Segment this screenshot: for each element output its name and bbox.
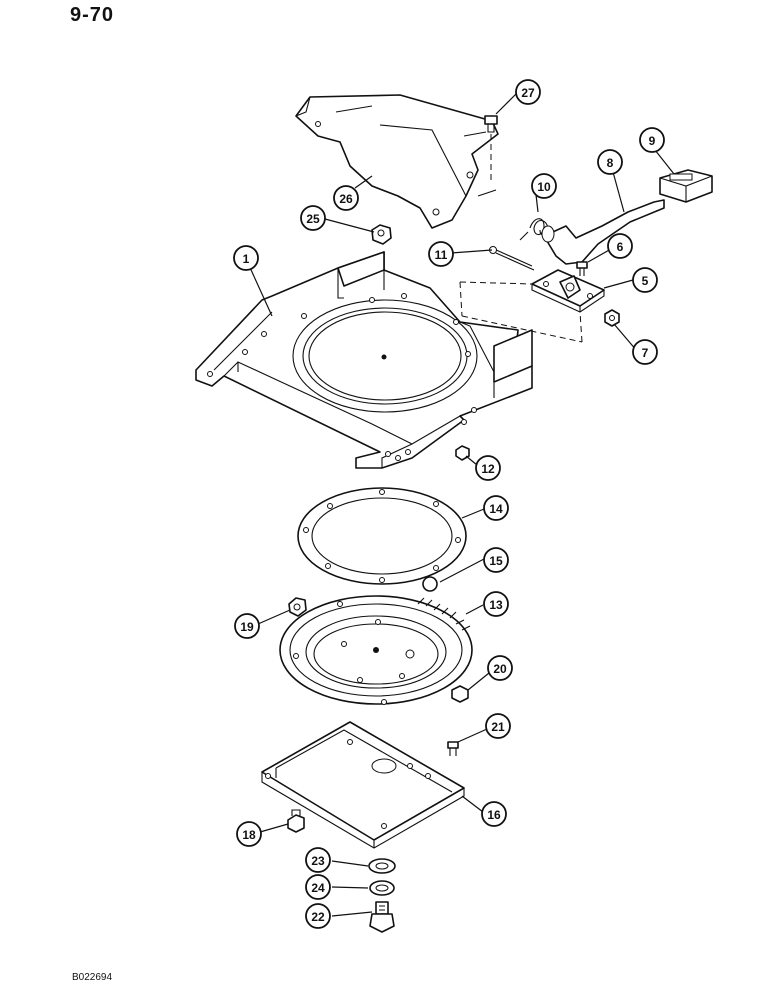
part-11-pin xyxy=(489,246,535,271)
part-24-lock-washer xyxy=(369,880,395,896)
svg-text:27: 27 xyxy=(521,86,535,100)
callout-19: 19 xyxy=(234,613,260,639)
callout-24: 24 xyxy=(305,874,331,900)
part-22-bolt xyxy=(369,901,395,933)
callout-25: 25 xyxy=(300,205,326,231)
part-13-swivel-plate xyxy=(279,595,473,705)
part-12-nut xyxy=(455,445,470,461)
svg-text:18: 18 xyxy=(242,828,256,842)
part-19-nut xyxy=(288,597,307,617)
svg-text:5: 5 xyxy=(642,274,649,288)
svg-text:9: 9 xyxy=(649,134,656,148)
part-21-bolt xyxy=(447,741,459,756)
part-9-knob xyxy=(659,169,713,203)
callout-21: 21 xyxy=(485,713,511,739)
svg-text:23: 23 xyxy=(311,854,325,868)
part-27-bolt xyxy=(484,115,498,184)
part-26-seat-shroud xyxy=(295,94,499,229)
callout-20: 20 xyxy=(487,655,513,681)
svg-text:13: 13 xyxy=(489,598,503,612)
part-16-mounting-plate xyxy=(261,721,465,849)
svg-text:21: 21 xyxy=(491,720,505,734)
svg-text:7: 7 xyxy=(642,346,649,360)
svg-text:25: 25 xyxy=(306,212,320,226)
callout-8: 8 xyxy=(597,149,623,175)
part-6-screw xyxy=(576,261,588,276)
callout-6: 6 xyxy=(607,233,633,259)
part-5-latch-bracket xyxy=(531,269,605,313)
svg-text:8: 8 xyxy=(607,156,614,170)
callout-16: 16 xyxy=(481,801,507,827)
svg-text:19: 19 xyxy=(240,620,254,634)
figure-code: B022694 xyxy=(72,972,113,983)
callout-27: 27 xyxy=(515,79,541,105)
part-20-bolt xyxy=(451,685,469,703)
svg-text:14: 14 xyxy=(489,502,503,516)
callout-26: 26 xyxy=(333,185,359,211)
callout-23: 23 xyxy=(305,847,331,873)
part-1-base-plate xyxy=(195,251,533,469)
part-15-ball xyxy=(422,576,438,592)
callout-14: 14 xyxy=(483,495,509,521)
leader-lines xyxy=(246,93,675,917)
part-7-nut xyxy=(604,309,620,327)
svg-text:1: 1 xyxy=(243,252,250,266)
svg-text:26: 26 xyxy=(339,192,353,206)
svg-text:11: 11 xyxy=(435,248,448,262)
callout-18: 18 xyxy=(236,821,262,847)
callout-22: 22 xyxy=(305,903,331,929)
callout-10: 10 xyxy=(531,173,557,199)
callout-5: 5 xyxy=(632,267,658,293)
svg-text:15: 15 xyxy=(489,554,503,568)
part-25-nut xyxy=(371,224,392,245)
svg-text:22: 22 xyxy=(311,910,325,924)
part-18-bolt xyxy=(287,809,305,833)
callout-12: 12 xyxy=(475,455,501,481)
svg-text:12: 12 xyxy=(481,462,495,476)
svg-text:16: 16 xyxy=(487,808,501,822)
callout-1: 1 xyxy=(233,245,259,271)
callout-11: 11 xyxy=(428,241,454,267)
page-number: 9-70 xyxy=(70,4,115,26)
callout-13: 13 xyxy=(483,591,509,617)
part-8-lever xyxy=(541,199,665,265)
part-23-washer xyxy=(368,858,396,874)
svg-text:6: 6 xyxy=(617,240,624,254)
part-14-ring-gasket xyxy=(297,487,467,585)
svg-text:10: 10 xyxy=(537,180,551,194)
svg-text:24: 24 xyxy=(311,881,325,895)
svg-text:20: 20 xyxy=(493,662,507,676)
callout-15: 15 xyxy=(483,547,509,573)
callout-9: 9 xyxy=(639,127,665,153)
callout-7: 7 xyxy=(632,339,658,365)
